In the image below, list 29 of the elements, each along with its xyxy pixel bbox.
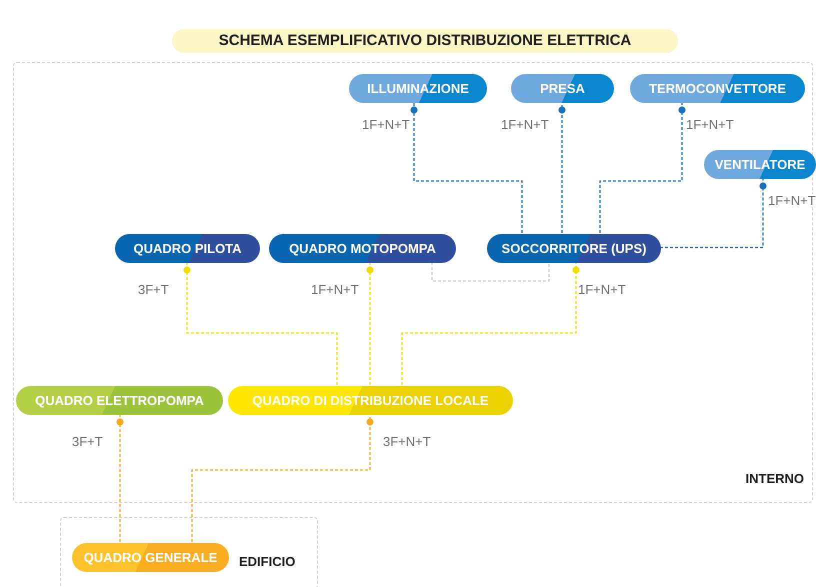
edge-label: 1F+N+T [686, 118, 734, 131]
group-frame [60, 517, 318, 587]
panel-pill: QUADRO ELETTROPOMPA [16, 386, 223, 415]
panel-pill: QUADRO DI DISTRIBUZIONE LOCALE [228, 386, 513, 415]
panel-pill: QUADRO GENERALE [72, 543, 229, 572]
edge-label: 3F+T [72, 435, 103, 448]
panel-pill: QUADRO PILOTA [115, 234, 260, 263]
title: SCHEMA ESEMPLIFICATIVO DISTRIBUZIONE ELETTRICA [172, 29, 678, 53]
wire-line [401, 262, 580, 385]
wire-line [184, 262, 338, 385]
wire-line [191, 414, 374, 542]
wire-line [410, 102, 523, 233]
panel-pill: SOCCORRITORE (UPS) [487, 234, 661, 263]
wire-line [116, 414, 124, 542]
edge-label: 1F+N+T [501, 118, 549, 131]
edge-label: 1F+N+T [578, 283, 626, 296]
wire-line [599, 102, 686, 233]
edge-label: 1F+N+T [362, 118, 410, 131]
edge-label: 3F+N+T [383, 435, 431, 448]
wire-line [431, 262, 550, 282]
edge-label: 1F+N+T [311, 283, 359, 296]
wire-line [558, 102, 566, 233]
group-label: EDIFICIO [239, 553, 296, 571]
edge-label: 3F+T [138, 283, 169, 296]
wire-line [660, 178, 766, 248]
panel-pill: QUADRO MOTOPOMPA [269, 234, 456, 263]
edge-label: 1F+N+T [768, 194, 816, 207]
group-label: INTERNO [746, 470, 804, 488]
wire-line [366, 262, 374, 385]
